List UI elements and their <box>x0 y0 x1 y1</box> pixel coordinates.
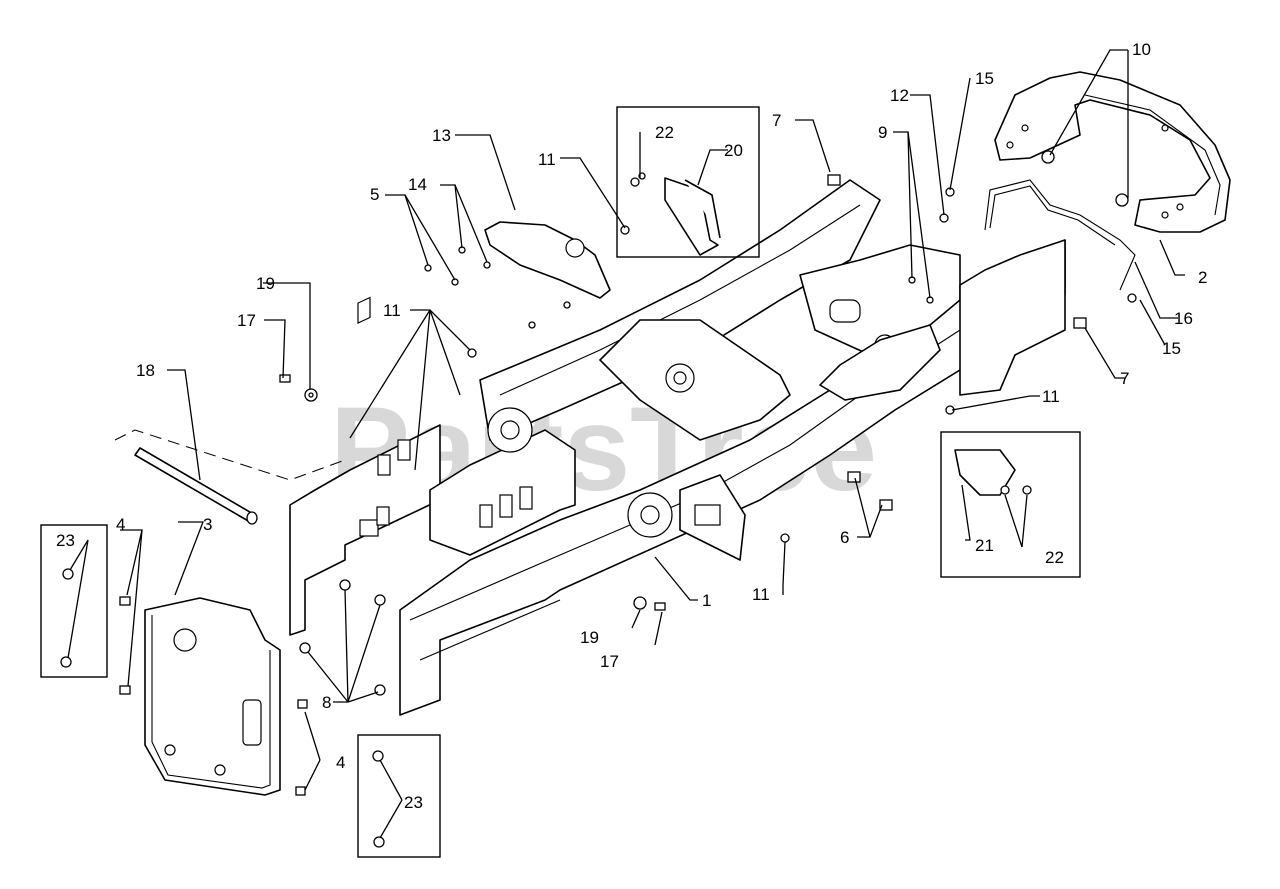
label-part-19b: 19 <box>580 628 599 647</box>
front-panel <box>144 597 281 796</box>
label-part-4b: 4 <box>336 753 345 772</box>
label-part-23b: 23 <box>404 793 423 812</box>
label-part-11d: 11 <box>752 585 770 604</box>
label-part-21: 21 <box>975 536 994 555</box>
label-part-12: 12 <box>890 86 909 105</box>
main-frame <box>289 179 1136 716</box>
part-labels: 1 2 3 4 4 5 6 7 7 8 9 10 11 11 11 11 12 … <box>56 40 1207 812</box>
label-part-13: 13 <box>432 126 451 145</box>
rod-part-18 <box>114 429 346 525</box>
label-part-9: 9 <box>878 123 887 142</box>
bracket-part-20 <box>664 177 721 256</box>
label-part-4a: 4 <box>116 515 125 534</box>
label-part-23a: 23 <box>56 531 75 550</box>
label-part-17a: 17 <box>237 311 256 330</box>
label-part-18: 18 <box>136 361 155 380</box>
label-part-7b: 7 <box>1120 369 1129 388</box>
label-part-17b: 17 <box>600 652 619 671</box>
label-part-11c: 11 <box>1042 387 1060 406</box>
label-part-22b: 22 <box>1045 548 1064 567</box>
label-part-22a: 22 <box>655 123 674 142</box>
label-part-19a: 19 <box>256 274 275 293</box>
label-part-8: 8 <box>322 693 331 712</box>
label-part-20: 20 <box>724 141 743 160</box>
label-part-2: 2 <box>1198 268 1207 287</box>
label-part-7a: 7 <box>772 111 781 130</box>
label-part-15b: 15 <box>1162 339 1181 358</box>
inset-box-bottom <box>357 734 441 858</box>
label-part-15a: 15 <box>975 69 994 88</box>
bracket-part-21 <box>954 449 1016 496</box>
rear-bumper <box>994 71 1231 233</box>
label-part-3: 3 <box>203 515 212 534</box>
inset-box-top <box>616 106 760 258</box>
leader-lines <box>67 49 1185 839</box>
label-part-6: 6 <box>840 528 849 547</box>
label-part-10: 10 <box>1132 40 1151 59</box>
label-part-1: 1 <box>702 591 711 610</box>
plate-part-13 <box>484 221 611 299</box>
label-part-16: 16 <box>1174 309 1193 328</box>
label-part-14: 14 <box>408 175 427 194</box>
label-part-5: 5 <box>370 185 379 204</box>
label-part-11a: 11 <box>538 150 556 169</box>
inset-box-left <box>40 524 108 678</box>
label-part-11b: 11 <box>383 301 401 320</box>
inset-box-right <box>940 431 1081 578</box>
hardware <box>60 150 1137 848</box>
